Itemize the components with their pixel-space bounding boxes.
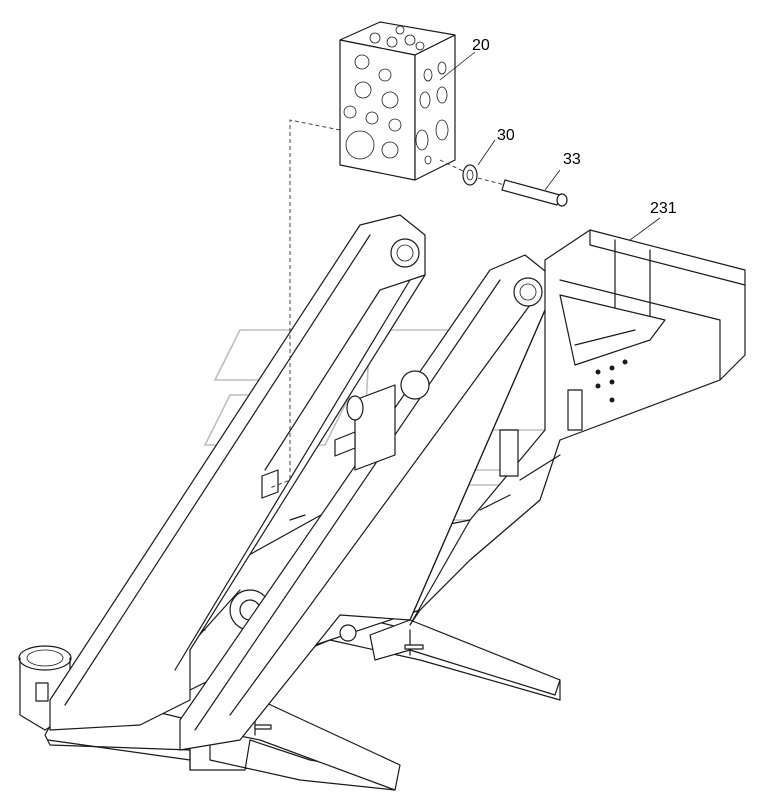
leader-lines <box>439 51 661 241</box>
rear-box-section <box>409 229 746 626</box>
valve-block <box>339 21 456 181</box>
callout-231: 231 <box>650 200 677 217</box>
washer <box>462 164 478 186</box>
cross-tube <box>261 370 430 499</box>
callout-30: 30 <box>497 127 515 144</box>
callout-20: 20 <box>472 37 490 54</box>
callout-33: 33 <box>563 151 581 168</box>
left-boom-arm <box>49 214 426 731</box>
assembly-paths <box>269 119 506 489</box>
bolt <box>501 179 568 207</box>
